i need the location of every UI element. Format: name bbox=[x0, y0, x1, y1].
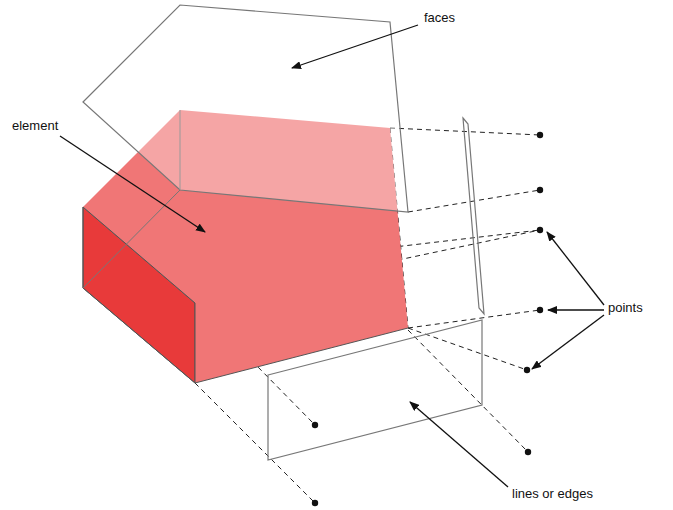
element-label: element bbox=[12, 118, 58, 134]
edges-label: lines or edges bbox=[512, 486, 593, 502]
leader-lines bbox=[60, 25, 604, 487]
face-label: faces bbox=[424, 10, 455, 26]
edges-rectangle bbox=[268, 320, 482, 460]
points bbox=[312, 132, 543, 506]
points-label: points bbox=[608, 300, 643, 316]
top-face bbox=[83, 5, 408, 212]
side-face bbox=[463, 118, 484, 314]
